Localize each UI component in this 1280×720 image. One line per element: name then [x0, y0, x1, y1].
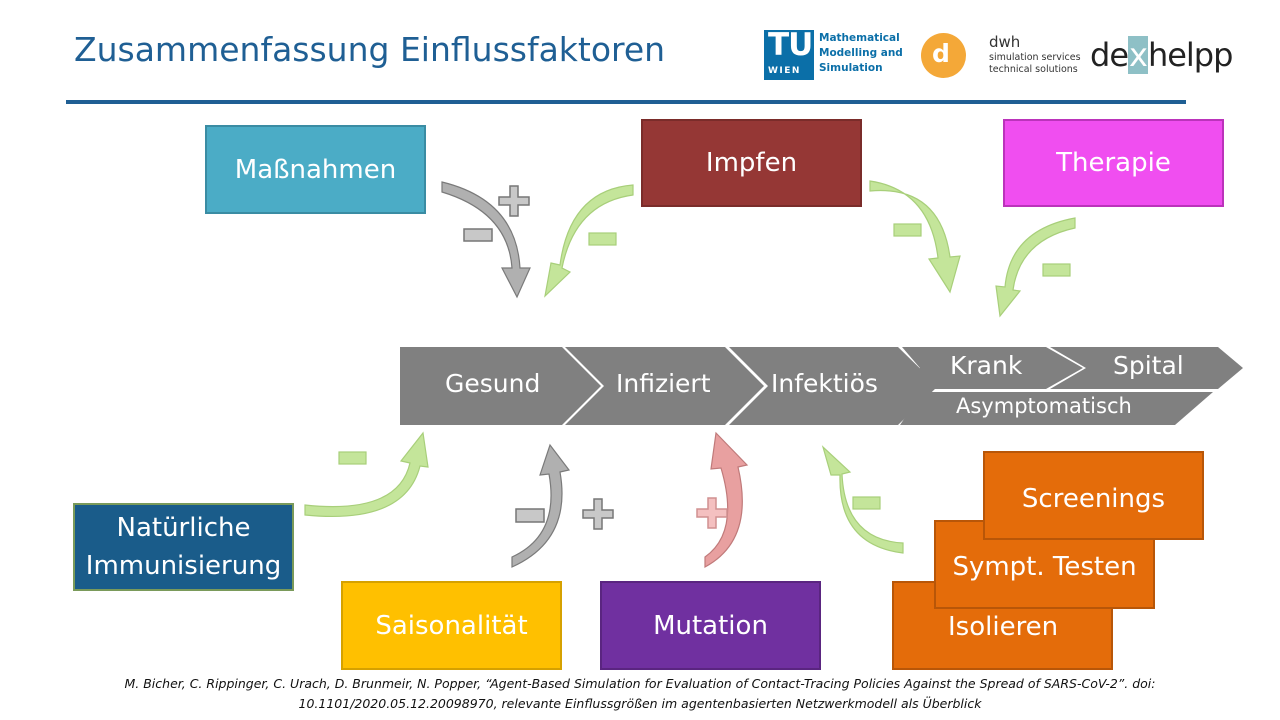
chevron-spital	[1050, 347, 1243, 389]
tu-logo-city: WIEN	[768, 66, 801, 76]
chevron-infiziert	[565, 347, 764, 425]
chevron-krank	[902, 347, 1083, 389]
dex-logo-part: helpp	[1147, 36, 1233, 74]
stage-label-infiziert: Infiziert	[616, 369, 711, 398]
chevron-infektioes	[729, 347, 938, 425]
arrow-impfen-gesund	[544, 184, 634, 298]
arrow-testing-infektioes	[821, 445, 904, 554]
tu-wien-logo: TU WIEN	[764, 27, 814, 80]
minus-sign-massnahmen	[463, 228, 493, 242]
factor-label: Screenings	[1021, 484, 1166, 514]
dexhelpp-logo: dexhelpp	[1090, 36, 1233, 74]
minus-sign-testing	[852, 496, 881, 510]
stage-label-spital: Spital	[1113, 351, 1184, 380]
factor-natuerliche-immunisierung: Natürliche Immunisierung	[73, 503, 294, 591]
plus-sign-mutation	[696, 497, 728, 529]
tu-logo-line: Modelling and	[819, 47, 903, 59]
arrow-impfen-krank	[869, 180, 961, 294]
factor-label: Natürliche	[116, 513, 251, 543]
factor-impfen: Impfen	[641, 119, 862, 207]
minus-sign-impfen-gesund	[588, 232, 617, 246]
minus-sign-saisonalitaet	[515, 508, 545, 523]
factor-therapie: Therapie	[1003, 119, 1224, 207]
factor-saisonalitaet: Saisonalität	[341, 581, 562, 670]
tu-logo-line: Simulation	[819, 62, 883, 74]
minus-sign-immunisierung	[338, 451, 367, 465]
plus-sign-saisonalitaet	[582, 498, 614, 530]
factor-label: Mutation	[653, 610, 768, 641]
factor-mutation: Mutation	[600, 581, 821, 670]
dwh-logo: d	[921, 33, 966, 78]
citation-line: M. Bicher, C. Rippinger, C. Urach, D. Br…	[124, 676, 1156, 691]
minus-sign-therapie	[1042, 263, 1071, 277]
factor-label: Maßnahmen	[234, 154, 397, 185]
plus-sign-massnahmen	[498, 185, 530, 217]
chevron-asymptomatisch	[900, 392, 1213, 425]
factor-label: Therapie	[1056, 148, 1171, 178]
dwh-logo-text: dwh simulation services technical soluti…	[989, 33, 1081, 76]
citation-line: 10.1101/2020.05.12.20098970, relevante E…	[298, 696, 982, 711]
dwh-tagline: simulation services	[989, 52, 1081, 63]
factor-label: Immunisierung	[85, 551, 282, 581]
arrow-saisonalitaet-infiziert	[511, 443, 571, 568]
stage-label-asymptomatisch: Asymptomatisch	[956, 394, 1132, 418]
factor-label: Impfen	[705, 148, 798, 178]
stage-label-krank: Krank	[950, 351, 1023, 380]
title-divider	[66, 100, 1186, 104]
factor-massnahmen: Maßnahmen	[205, 125, 426, 214]
factor-label: Sympt. Testen	[952, 552, 1137, 582]
stage-label-gesund: Gesund	[445, 369, 541, 398]
factor-label: Isolieren	[948, 612, 1059, 642]
arrow-massnahmen-gesund	[441, 181, 531, 299]
dex-logo-x: x	[1128, 36, 1148, 74]
dwh-tagline: technical solutions	[989, 64, 1078, 75]
chevron-gesund	[400, 347, 601, 425]
citation-footer: M. Bicher, C. Rippinger, C. Urach, D. Br…	[60, 674, 1220, 714]
tu-logo-text: Mathematical Modelling and Simulation	[819, 31, 919, 76]
slide-title: Zusammenfassung Einflussfaktoren	[74, 30, 666, 69]
tu-logo-mark: TU	[768, 27, 813, 63]
arrow-mutation-infektioes	[704, 431, 749, 569]
stage-label-infektioes: Infektiös	[771, 369, 878, 398]
arrow-immunisierung-gesund	[304, 431, 429, 518]
arrow-therapie-krank	[995, 217, 1076, 318]
factor-screenings: Screenings	[983, 451, 1204, 540]
minus-sign-impfen-krank	[893, 223, 922, 237]
factor-label: Saisonalität	[375, 610, 528, 641]
tu-logo-line: Mathematical	[819, 32, 900, 44]
dex-logo-part: de	[1090, 36, 1129, 74]
dwh-name: dwh	[989, 33, 1021, 51]
